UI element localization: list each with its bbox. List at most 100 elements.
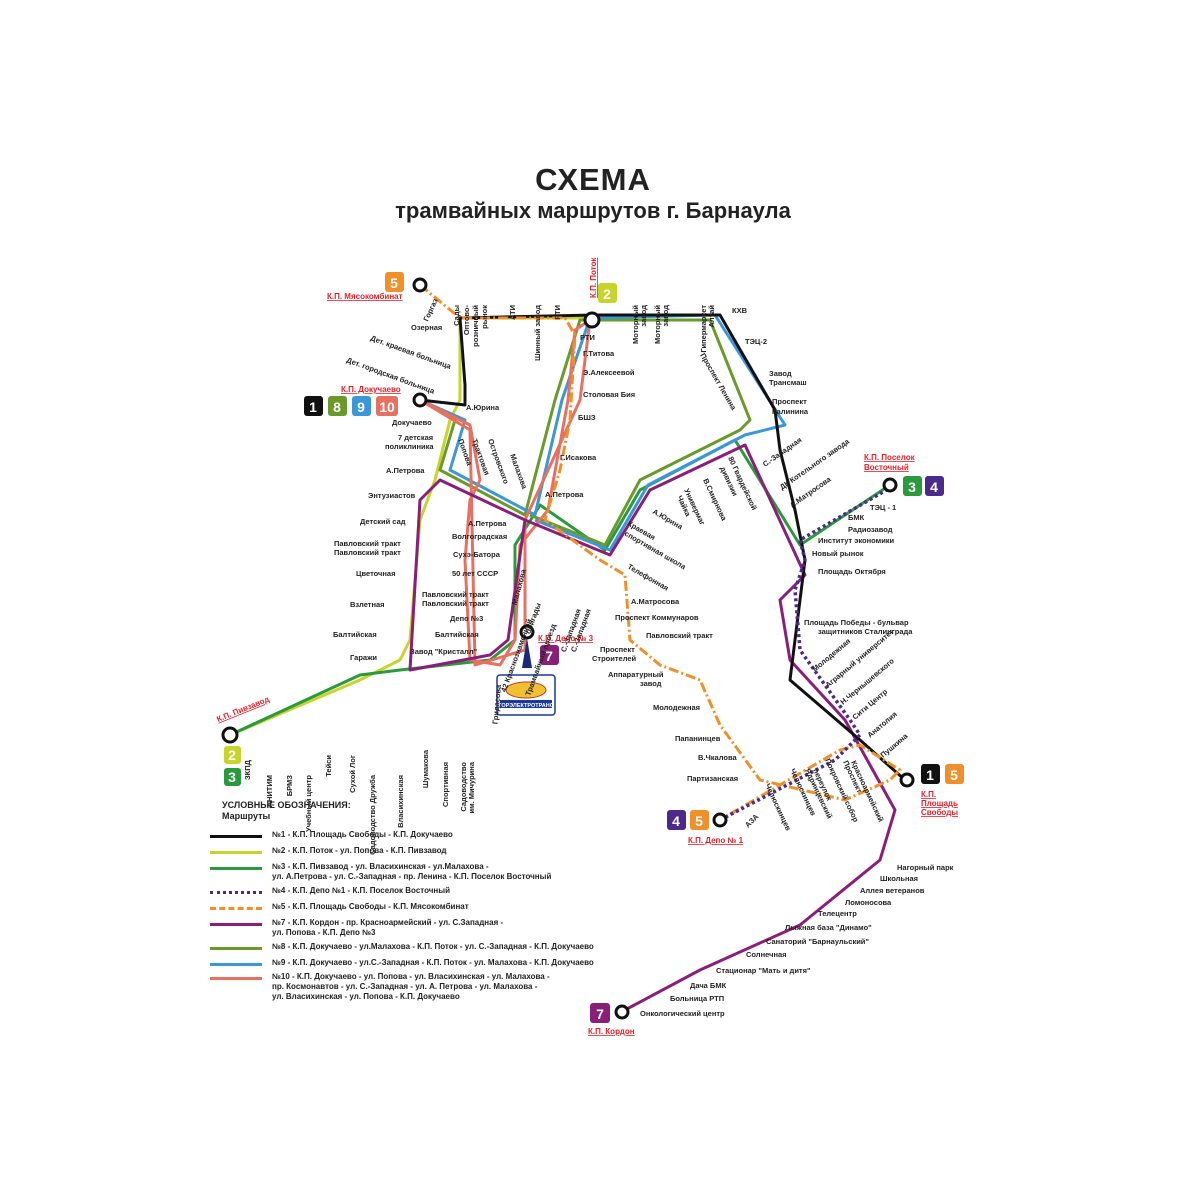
station-label-a-petrova2: А.Петрова: [545, 490, 584, 499]
legend-row-1: №1 - К.П. Площадь Свободы - К.П. Докучае…: [210, 830, 630, 844]
station-label-molodezhnaya1: Молодежная: [653, 703, 700, 712]
station-label-pr-kommunarov: Проспект Коммунаров: [615, 613, 699, 622]
station-label-pl-oktyabrya: Площадь Октября: [818, 567, 886, 576]
station-label-onkologichesky: Онкологический центр: [640, 1009, 725, 1018]
station-label-bmk: БМК: [848, 513, 865, 522]
station-label-entuziastov: Энтузиастов: [368, 491, 416, 500]
badge-7-depo3: 7: [545, 648, 553, 664]
station-label-v-chkalova: В.Чкалова: [698, 753, 737, 762]
terminal-pivzavod[interactable]: [221, 726, 239, 744]
terminal-ploshchad-svobody[interactable]: [899, 772, 915, 788]
route-1-line: [419, 313, 906, 782]
station-label-v-smirnova: В.Смирнова: [701, 477, 729, 523]
station-label-telefonnaya: Телефонная: [626, 562, 670, 593]
label-potok: К.П. Поток: [589, 257, 598, 298]
station-label-malakhova1: Малахова: [508, 453, 529, 491]
legend-row-7: №7 - К.П. Кордон - пр. Красноармейский -…: [210, 918, 630, 937]
station-label-pushkina: Пушкина: [879, 731, 911, 760]
legend-text-7: №7 - К.П. Кордон - пр. Красноармейский -…: [272, 918, 504, 937]
station-label-sportivnaya: Спортивная: [441, 762, 450, 807]
station-label-tec2: ТЭЦ-2: [745, 337, 767, 346]
legend-text-8: №8 - К.П. Докучаево - ул.Малахова - К.П.…: [272, 942, 594, 951]
terminal-poselok-vostochny[interactable]: [882, 477, 898, 493]
station-label-shumakova: Шумакова: [421, 749, 430, 788]
map-subtitle: трамвайных маршрутов г. Барнаула: [395, 198, 791, 223]
station-label-bshz: БШЗ: [578, 413, 596, 422]
terminal-kordon[interactable]: [614, 1004, 630, 1020]
station-label-stolovaya-biya: Столовая Бия: [583, 390, 635, 399]
station-label-a-petrova3: А.Петрова: [468, 519, 507, 528]
station-label-dokuchaevo: Докучаево: [392, 418, 432, 427]
station-label-gridasova: Гридасова: [491, 684, 503, 725]
legend-subheading: Маршруты: [222, 811, 271, 821]
station-label-chelyuskintsev1: Челюскинцев: [763, 782, 793, 832]
legend-row-2: №2 - К.П. Поток - ул. Попова - К.П. Пивз…: [210, 846, 630, 860]
route-2-line: [229, 316, 590, 737]
label-dokuchaevo: К.П. Докучаево: [341, 385, 401, 394]
station-label-gorgaz: Горгаз: [421, 297, 439, 323]
station-label-apparaturny-b: завод: [640, 679, 662, 688]
station-label-prospekt-lenina: Проспект Ленина: [698, 352, 738, 413]
route-4-line: [719, 486, 891, 822]
label-poselok-1: К.П. Поселок: [864, 453, 916, 462]
station-label-optovo: Оптово-: [462, 305, 471, 336]
station-label-uchebny: Учебный центр: [304, 775, 313, 832]
station-label-gipermarket-b: Алтай: [707, 305, 716, 328]
station-label-solnechnaya: Солнечная: [746, 950, 787, 959]
station-label-depo3st: Депо №3: [450, 614, 483, 623]
legend-text-2: №2 - К.П. Поток - ул. Попова - К.П. Пивз…: [272, 846, 447, 855]
terminal-depo1[interactable]: [712, 812, 728, 828]
station-label-poliklinika-b: поликлиника: [385, 442, 434, 451]
legend-text-5: №5 - К.П. Площадь Свободы - К.П. Мясоком…: [272, 902, 469, 911]
station-label-pavlovsky3: Павловский тракт: [646, 631, 713, 640]
label-depo3: К.П. Депо № 3: [538, 634, 594, 643]
station-label-sady: Сады: [452, 305, 461, 326]
station-label-zavod-a: Завод: [769, 369, 792, 378]
badge-10-dokuchaevo: 10: [379, 399, 395, 415]
badge-2-potok: 2: [603, 286, 611, 302]
station-label-sad-druzhba: Садоводство Дружба: [368, 774, 377, 855]
badge-5-svobody: 5: [950, 767, 958, 783]
station-label-motorny1b: завод: [639, 305, 648, 327]
terminal-dokuchaevo[interactable]: [412, 392, 428, 408]
station-label-roznichny: розничный: [471, 305, 480, 347]
terminal-potok[interactable]: [583, 311, 601, 329]
legend-row-4: №4 - К.П. Депо №1 - К.П. Поселок Восточн…: [210, 886, 630, 900]
station-label-alleya: Аллея ветеранов: [860, 886, 925, 895]
station-label-volgogradskaya: Волгоградская: [452, 532, 507, 541]
station-label-garazhi: Гаражи: [350, 653, 377, 662]
station-label-e-alekseevoy: Э.Алексеевой: [583, 368, 635, 377]
station-label-teysi: Тейси: [324, 755, 333, 777]
terminal-myasokombinat[interactable]: [412, 277, 428, 293]
badge-2-pivzavod: 2: [228, 747, 236, 763]
station-label-rti-top: РТИ: [553, 305, 562, 320]
station-label-radiozavod: Радиозавод: [848, 525, 893, 534]
station-label-pr-stroiteley-b: Строителей: [592, 654, 637, 663]
gorelektrotrans-logo: ГОРЭЛЕКТРОТРАНС: [496, 674, 556, 716]
station-label-a-yurina2: А.Юрина: [651, 507, 685, 532]
badge-3-pivzavod: 3: [228, 769, 236, 785]
terminal-markers: [221, 277, 915, 1020]
station-label-a-yurina1: А.Юрина: [466, 403, 500, 412]
station-label-zavod-b: Трансмаш: [769, 378, 807, 387]
label-poselok-2: Восточный: [864, 463, 909, 472]
badge-5-depo1: 5: [695, 813, 703, 829]
station-label-gipermarket-a: Гипермаркет: [699, 305, 708, 353]
station-label-pl-pobedy-b: защитников Сталинграда: [818, 627, 913, 636]
label-svobody-2: Площадь: [921, 799, 958, 808]
station-label-a-matrosova2: А.Матросова: [631, 597, 680, 606]
station-label-det-kraevaya: Дет. краевая больница: [369, 333, 453, 371]
legend-row-8: №8 - К.П. Докучаево - ул.Малахова - К.П.…: [210, 942, 630, 956]
legend-row-5: №5 - К.П. Площадь Свободы - К.П. Мясоком…: [210, 902, 630, 916]
station-label-tec1: ТЭЦ - 1: [870, 503, 896, 512]
station-label-rti: РТИ: [580, 333, 595, 342]
route-3-line: [229, 438, 891, 737]
station-label-dacha-bmk: Дача БМК: [690, 981, 727, 990]
station-label-shinny: Шинный завод: [533, 305, 542, 361]
station-label-sukhe-batora: Сухэ-Батора: [453, 550, 501, 559]
map-title: СХЕМА: [535, 162, 651, 197]
legend-row-10: №10 - К.П. Докучаево - ул. Попова - ул. …: [210, 972, 630, 1001]
station-label-motorny2a: Моторный: [653, 305, 662, 344]
station-label-50let: 50 лет СССР: [452, 569, 498, 578]
station-label-zkpd: ЗКПД: [243, 759, 252, 780]
